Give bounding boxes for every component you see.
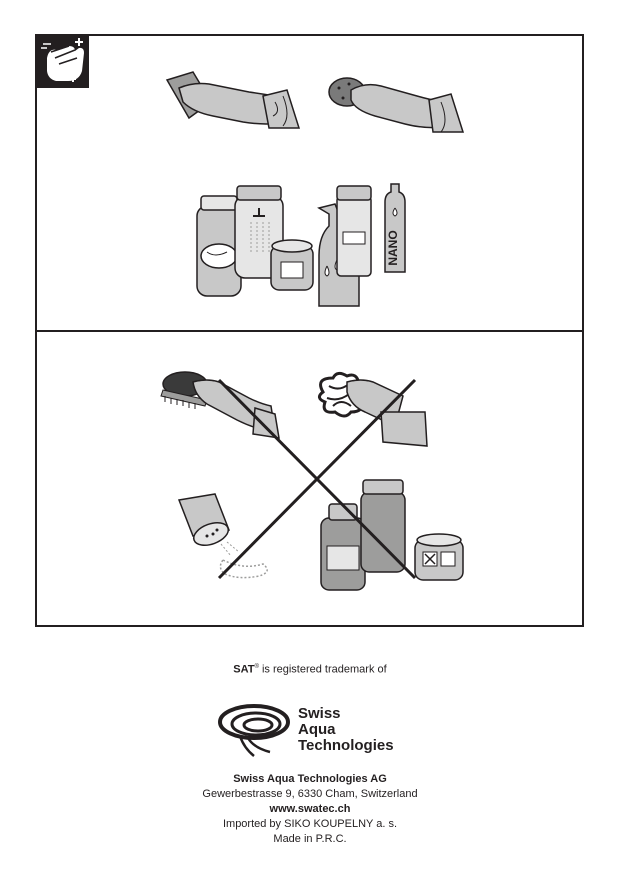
prohibited-cross (217, 378, 417, 580)
trademark-text: is registered trademark of (258, 663, 387, 676)
company-website: www.swatec.ch (269, 803, 351, 815)
hand-with-brush (160, 371, 280, 439)
nano-bottle-label: NANO (386, 230, 400, 265)
logo-line-1: Swiss (298, 705, 341, 722)
swiss-aqua-technologies-logo: Swiss Aqua Technologies (218, 704, 394, 757)
hand-with-cloth (165, 71, 301, 129)
logo-line-2: Aqua (298, 721, 336, 738)
trademark-line: SAT® is registered trademark of (0, 660, 620, 678)
mild-cleaners-group: NANO (196, 183, 406, 307)
origin-line: Made in P.R.C. (273, 833, 347, 845)
importer-line: Imported by SIKO KOUPELNY a. s. (222, 818, 398, 830)
brand-name: SAT (233, 663, 255, 676)
clean-hands-icon (37, 36, 89, 88)
company-name: Swiss Aqua Technologies AG (233, 773, 387, 785)
scouring-powder-can (177, 493, 268, 579)
recommended-cleaning-panel: NANO (35, 34, 584, 332)
registered-mark: ® (254, 664, 259, 670)
company-street: Gewerbestrasse 9, 6330 Cham, Switzerland (202, 788, 418, 800)
hand-with-sponge (328, 77, 465, 133)
prohibited-illustration (160, 371, 464, 591)
company-address-block: Swiss Aqua Technologies AG Gewerbestrass… (0, 772, 620, 847)
hand-with-steel-wool (318, 371, 428, 447)
recommended-illustration: NANO (37, 36, 465, 307)
logo-line-3: Technologies (298, 737, 394, 754)
prohibited-cleaning-panel (35, 330, 584, 627)
corrosive-chemicals-group (320, 479, 464, 591)
swirl-icon (218, 704, 290, 757)
